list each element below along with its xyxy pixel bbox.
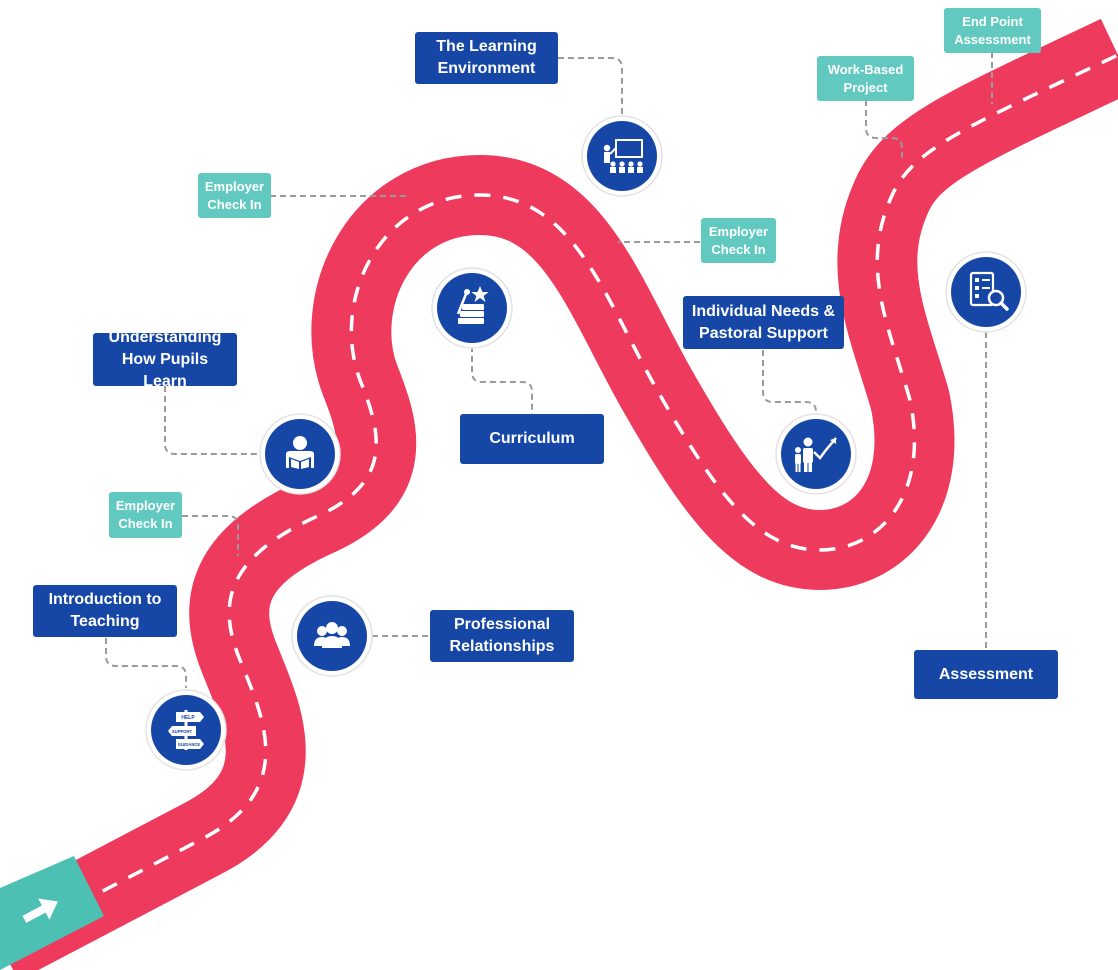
- connectors: [105, 52, 993, 688]
- label-understanding-pupils-text: Understanding How Pupils Learn: [108, 328, 222, 390]
- checkpoint-employer-check-in-top-text: Employer Check In: [204, 178, 265, 212]
- milestone-icons: HELP SUPPORT GUIDANCE: [145, 115, 1027, 771]
- checkpoint-employer-check-in-low: Employer Check In: [109, 492, 182, 538]
- mentor-growth-icon: [775, 413, 857, 495]
- label-learning-environment: The Learning Environment: [415, 32, 558, 84]
- checkpoint-work-based-project-text: Work-Based Project: [827, 61, 904, 95]
- signpost-guidance: GUIDANCE: [178, 742, 201, 747]
- label-introduction-text: Introduction to Teaching: [48, 591, 162, 630]
- checkpoint-employer-check-in-mid-text: Employer Check In: [708, 223, 769, 257]
- road: [0, 18, 1118, 970]
- signpost-icon: HELP SUPPORT GUIDANCE: [145, 689, 227, 771]
- reading-person-icon: [259, 413, 341, 495]
- checklist-search-icon: [945, 251, 1027, 333]
- start-block: [0, 856, 104, 970]
- connector-learning-environment: [558, 57, 623, 118]
- label-understanding-pupils: Understanding How Pupils Learn: [93, 329, 237, 390]
- checkpoint-employer-check-in-mid: Employer Check In: [701, 218, 776, 263]
- label-professional-relationships: Professional Relationships: [430, 610, 574, 662]
- checkpoint-end-point-assessment: End Point Assessment: [944, 8, 1041, 53]
- classroom-icon: [581, 115, 663, 197]
- label-curriculum: Curriculum: [460, 414, 604, 464]
- label-assessment-text: Assessment: [938, 665, 1034, 683]
- label-assessment: Assessment: [914, 650, 1058, 699]
- checkpoint-employer-check-in-top: Employer Check In: [198, 173, 271, 218]
- connector-introduction: [105, 638, 187, 688]
- checkpoint-employer-check-in-low-text: Employer Check In: [115, 498, 176, 531]
- label-learning-environment-text: The Learning Environment: [436, 38, 537, 77]
- group-icon: [291, 595, 373, 677]
- label-individual-needs-text: Individual Needs & Pastoral Support: [691, 302, 836, 342]
- label-individual-needs: Individual Needs & Pastoral Support: [683, 296, 844, 349]
- arrow-right-icon: [22, 898, 58, 923]
- connector-curriculum: [471, 346, 533, 414]
- books-star-icon: [431, 267, 513, 349]
- label-professional-relationships-text: Professional Relationships: [449, 616, 555, 655]
- signpost-help: HELP: [181, 715, 195, 721]
- checkpoint-end-point-assessment-text: End Point Assessment: [954, 13, 1031, 47]
- label-curriculum-text: Curriculum: [489, 430, 575, 447]
- connector-check-in-low: [182, 515, 239, 556]
- signpost-support: SUPPORT: [172, 729, 193, 734]
- road-surface: [0, 18, 1118, 970]
- checkpoint-work-based-project: Work-Based Project: [817, 56, 914, 101]
- connector-work-based: [865, 100, 903, 160]
- connector-understanding: [164, 386, 262, 455]
- label-introduction: Introduction to Teaching: [33, 585, 177, 637]
- connector-individual-needs: [762, 350, 817, 418]
